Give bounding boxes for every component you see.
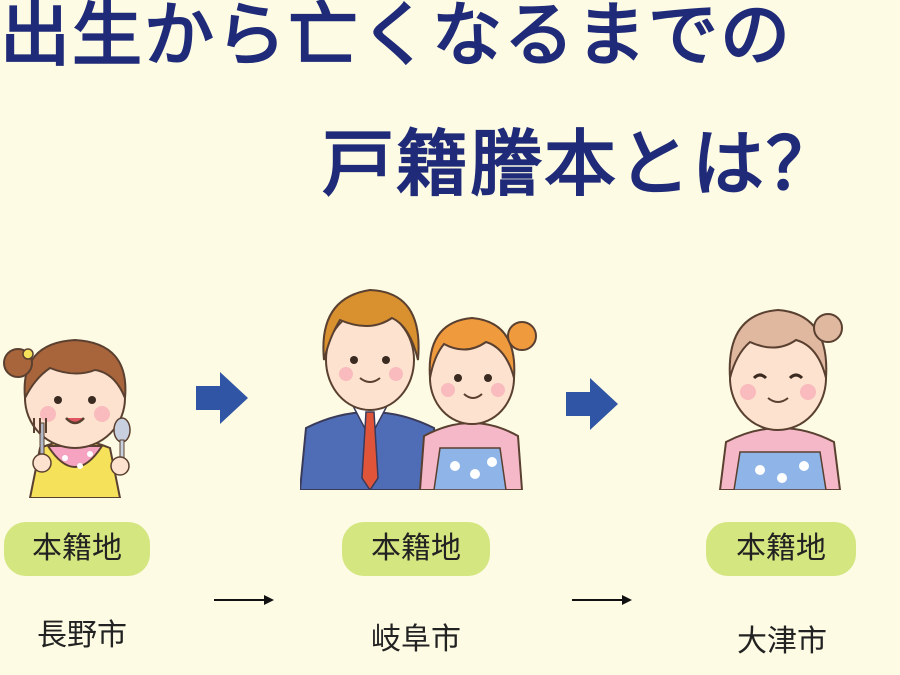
elderly-woman-illustration xyxy=(718,308,843,490)
arrow-right-icon xyxy=(196,372,248,424)
couple-illustration xyxy=(300,288,537,490)
city-1: 長野市 xyxy=(37,618,127,653)
arrow-right-icon xyxy=(214,595,274,605)
title-line-1: 出生から亡くなるまでの xyxy=(0,0,792,76)
badge-honsekichi-2: 本籍地 xyxy=(342,522,490,576)
city-2: 岐阜市 xyxy=(371,622,461,657)
badge-honsekichi-3: 本籍地 xyxy=(706,522,856,576)
city-3: 大津市 xyxy=(737,624,827,659)
arrow-right-icon xyxy=(572,595,632,605)
badge-honsekichi-1: 本籍地 xyxy=(4,522,150,576)
child-illustration xyxy=(3,338,131,498)
title-line-2: 戸籍謄本とは？ xyxy=(322,122,841,206)
arrow-right-icon xyxy=(566,378,618,430)
